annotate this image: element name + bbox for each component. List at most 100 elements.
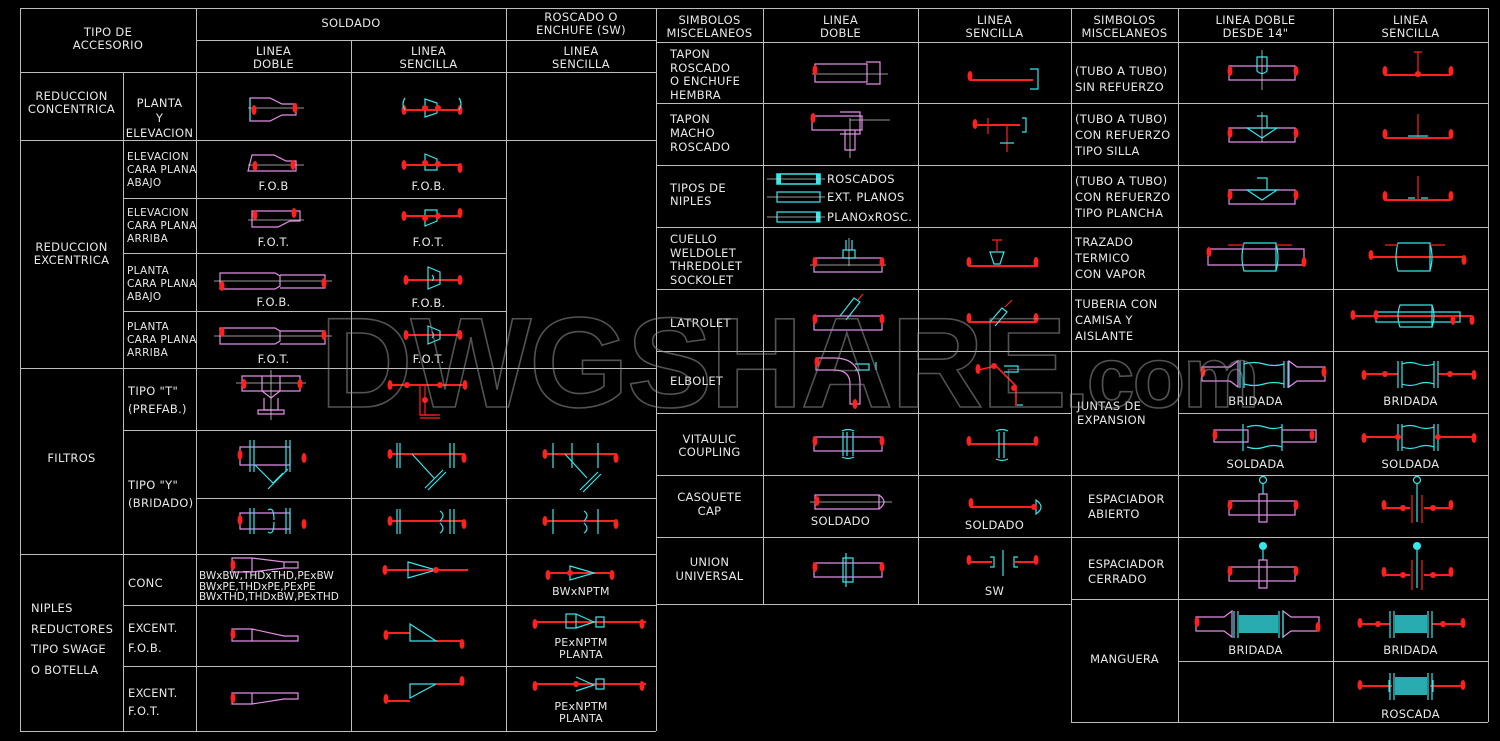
caption-pexnptm: PExNPTM PLANTA	[554, 636, 608, 661]
branch-sin-refuerzo-single-icon	[1382, 51, 1454, 77]
group-reduccion-concentrica: REDUCCION CONCENTRICA	[27, 89, 116, 116]
spacer-open-double-icon	[1227, 475, 1299, 523]
header-tipo-accesorio: TIPO DE ACCESORIO	[72, 25, 144, 52]
strainer-y-single-icon	[387, 443, 619, 493]
swage-conc-double-icon	[230, 557, 299, 573]
exc-reducer-planta-single-icon	[403, 266, 463, 345]
caption-fot: F.O.T.	[257, 352, 290, 366]
header-linea-doble: LINEA DOBLE	[253, 44, 294, 71]
t2-row-casquete: CASQUETE CAP	[677, 490, 742, 518]
t3-row-sin-refuerzo: (TUBO A TUBO) SIN REFUERZO	[1075, 64, 1168, 94]
t2-header-linea-sencilla: LINEA SENCILLA	[965, 13, 1024, 40]
t3-row-tuberia-camisa: TUBERIA CON CAMISA Y AISLANTE	[1075, 297, 1158, 343]
t3-header-simbolos: SIMBOLOS MISCELANEOS	[1081, 13, 1168, 40]
caption-bridada: BRIDADA	[1228, 643, 1283, 657]
cap-double-icon	[810, 494, 892, 510]
niple-plano-rosc-label: PLANOxROSC.	[827, 210, 913, 224]
t3-row-manguera: MANGUERA	[1090, 652, 1159, 666]
caption-fob: F.O.B.	[411, 296, 446, 310]
t2-row-tapon-macho: TAPON MACHO ROSCADO	[670, 112, 731, 154]
tapon-hembra-single-icon	[967, 68, 1039, 90]
weldolet-double-icon	[810, 238, 886, 273]
tapon-macho-double-icon	[810, 111, 890, 158]
steam-tracing-double-icon	[1206, 242, 1307, 272]
caption-soldada: SOLDADA	[1381, 457, 1440, 471]
latrolet-single-icon	[966, 299, 1039, 327]
caption-soldado: SOLDADO	[964, 518, 1025, 532]
swage-excent-fob-icon	[230, 613, 646, 649]
row-elev-arriba: ELEVACION CARA PLANA ARRIBA	[127, 207, 197, 245]
niple-ext-planos-label: EXT. PLANOS	[827, 190, 905, 204]
caption-fot: F.O.T.	[412, 352, 445, 366]
caption-bridada: BRIDADA	[1228, 394, 1283, 408]
expansion-joint-soldada-double-icon	[1212, 424, 1317, 451]
row-excent-fob: EXCENT. F.O.B.	[128, 621, 178, 655]
row-planta-arriba: PLANTA CARA PLANA ARRIBA	[127, 321, 197, 359]
union-universal-single-icon	[966, 550, 1039, 576]
t3-row-tipo-plancha: (TUBO A TUBO) CON REFUERZO TIPO PLANCHA	[1075, 174, 1171, 220]
exc-reducer-planta-arriba-double-icon	[214, 327, 332, 345]
group-niples-reductores: NIPLES REDUCTORES TIPO SWAGE O BOTELLA	[31, 601, 114, 677]
header-linea-sencilla-sw: LINEA SENCILLA	[552, 44, 610, 71]
tapon-hembra-double-icon	[812, 61, 888, 85]
branch-silla-single-icon	[1382, 114, 1454, 139]
caption-fot: F.O.T.	[412, 235, 445, 249]
header-soldado: SOLDADO	[321, 16, 381, 30]
steam-tracing-single-icon	[1368, 242, 1467, 272]
row-planta-elevacion: PLANTA Y ELEVACION	[125, 96, 194, 140]
caption-roscada: ROSCADA	[1381, 707, 1440, 721]
branch-sin-refuerzo-double-icon	[1227, 50, 1299, 90]
vitaulic-double-icon	[812, 428, 885, 460]
conc-reducer-single-icon	[401, 97, 463, 118]
spacer-closed-single-icon	[1381, 542, 1454, 590]
strainer-t-double-icon	[236, 370, 306, 420]
t3-row-juntas-expansion: JUNTAS DE EXPANSION	[1077, 399, 1146, 427]
caption-bridada: BRIDADA	[1383, 394, 1438, 408]
caption-bridada: BRIDADA	[1383, 643, 1438, 657]
caption-fob: F.O.B	[258, 179, 289, 193]
elbolet-single-icon	[975, 363, 1023, 406]
branch-silla-double-icon	[1227, 112, 1299, 143]
caption-fob: F.O.B.	[411, 179, 446, 193]
strainer-y-double-icon	[237, 440, 307, 490]
watermark: DWGSHARE.com	[319, 292, 1260, 435]
t3-row-espaciador-abierto: ESPACIADOR ABIERTO	[1088, 492, 1165, 521]
latrolet-double-icon	[812, 293, 885, 331]
caption-fot: F.O.T.	[257, 235, 290, 249]
weldolet-single-icon	[966, 239, 1039, 267]
t2-row-elbolet: ELBOLET	[670, 374, 724, 388]
vitaulic-single-icon	[966, 428, 1039, 462]
expansion-joint-bridada-double-icon	[1200, 359, 1327, 389]
t3-row-tipo-silla: (TUBO A TUBO) CON REFUERZO TIPO SILLA	[1075, 112, 1171, 158]
union-universal-double-icon	[812, 553, 885, 587]
jacketed-pipe-single-icon	[1350, 304, 1475, 328]
caption-soldada: SOLDADA	[1226, 457, 1285, 471]
swage-conc-single-icon	[382, 561, 615, 581]
caption-fob: F.O.B.	[256, 295, 291, 309]
caption-conc-codes: BWxBW,THDxTHD,PExBW BWxPE,THDxPE,PExPE B…	[199, 570, 339, 603]
exc-reducer-planta-abajo-double-icon	[214, 272, 332, 291]
t2-row-union-universal: UNION UNIVERSAL	[675, 555, 744, 583]
exc-reducer-fob-double-icon	[247, 154, 304, 172]
row-tipo-t: TIPO "T" (PREFAB.)	[128, 384, 187, 416]
tapon-macho-single-icon	[972, 117, 1027, 152]
exc-reducer-fot-double-icon	[248, 208, 304, 228]
row-elev-abajo: ELEVACION CARA PLANA ABAJO	[127, 151, 197, 189]
niple-roscados-label: ROSCADOS	[827, 172, 895, 186]
t2-row-vitaulic: VITAULIC COUPLING	[678, 432, 741, 459]
conc-reducer-double-icon	[248, 97, 304, 122]
group-reduccion-excentrica: REDUCCION EXCENTRICA	[33, 240, 110, 267]
header-linea-sencilla: LINEA SENCILLA	[399, 44, 458, 71]
row-tipo-y: TIPO "Y" (BRIDADO)	[128, 478, 194, 510]
niples-types-icon	[767, 173, 825, 223]
group-filtros: FILTROS	[47, 451, 96, 465]
t3-header-linea-doble-14: LINEA DOBLE DESDE 14"	[1215, 13, 1296, 40]
t3-row-espaciador-cerrado: ESPACIADOR CERRADO	[1088, 557, 1165, 586]
t3-header-linea-sencilla: LINEA SENCILLA	[1381, 13, 1440, 40]
t2-row-cuello: CUELLO WELDOLET THREDOLET SOCKOLET	[670, 232, 743, 287]
hose-roscada-single-icon	[1357, 673, 1466, 700]
t2-header-simbolos: SIMBOLOS MISCELANEOS	[666, 13, 753, 40]
caption-pexnptm: PExNPTM PLANTA	[554, 700, 608, 725]
branch-plancha-single-icon	[1382, 176, 1454, 201]
